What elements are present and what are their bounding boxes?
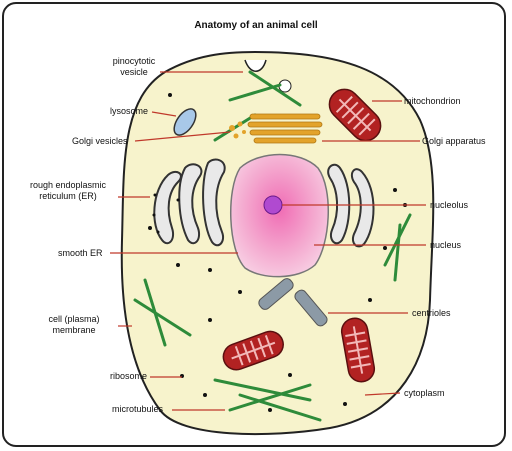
label-golgi-apparatus: Golgi apparatus: [422, 136, 486, 147]
label-nucleolus: nucleolus: [430, 200, 468, 211]
label-cell-membrane: cell (plasma) membrane: [30, 314, 118, 336]
label-rough-er: rough endoplasmic reticulum (ER): [16, 180, 120, 202]
label-mitochondrion: mitochondrion: [404, 96, 461, 107]
label-centrioles: centrioles: [412, 308, 451, 319]
label-microtubules: microtubules: [112, 404, 163, 415]
nucleolus: [264, 196, 282, 214]
nucleus: [231, 155, 329, 277]
label-smooth-er: smooth ER: [58, 248, 103, 259]
label-pinocytotic-vesicle: pinocytotic vesicle: [108, 56, 160, 78]
label-nucleus: nucleus: [430, 240, 461, 251]
label-ribosome: ribosome: [110, 371, 147, 382]
label-golgi-vesicles: Golgi vesicles: [72, 136, 128, 147]
label-cytoplasm: cytoplasm: [404, 388, 445, 399]
diagram-title: Anatomy of an animal cell: [0, 20, 512, 31]
label-lysosome: lysosome: [110, 106, 148, 117]
